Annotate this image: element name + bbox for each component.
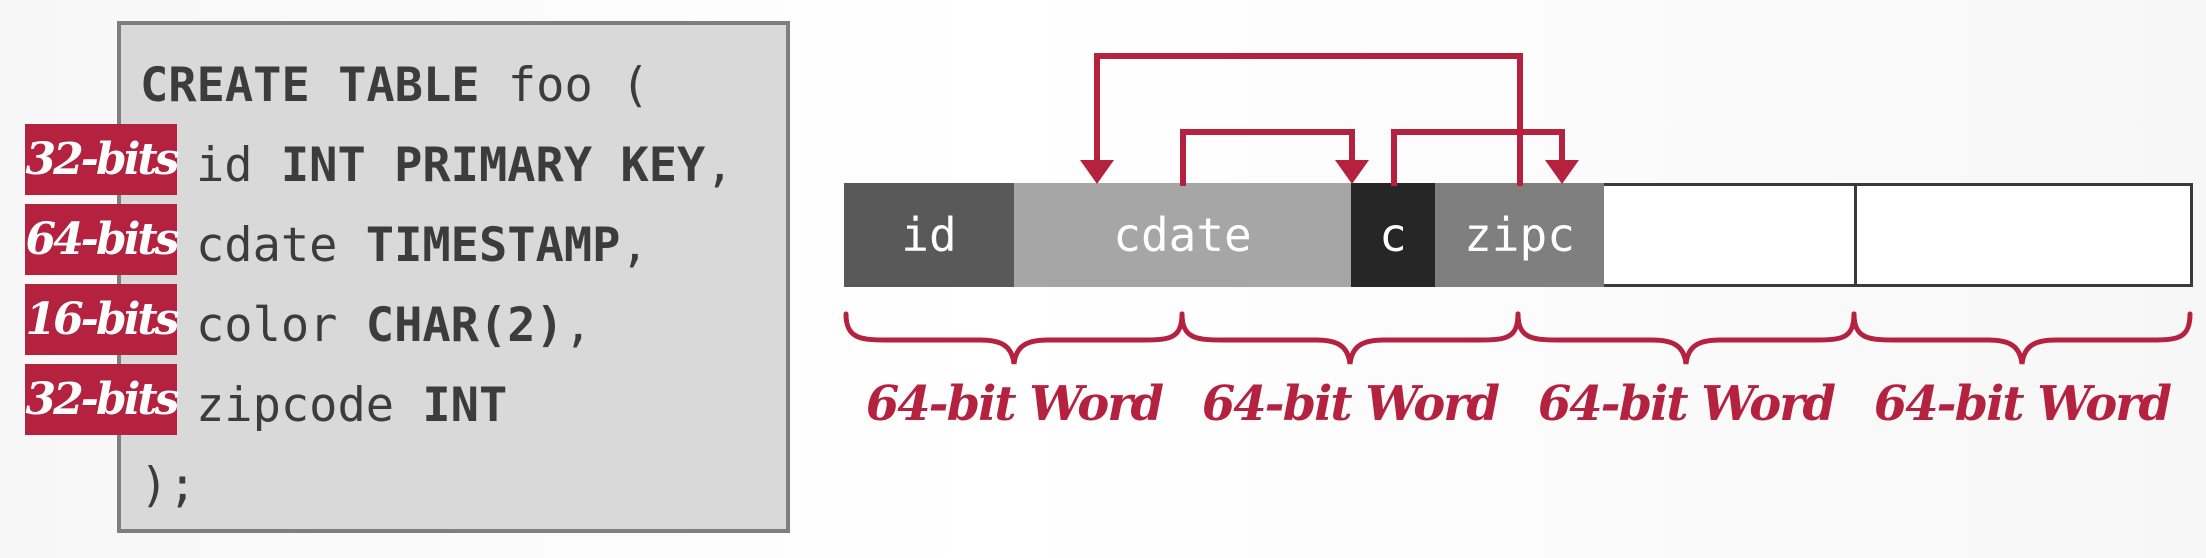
- sql-line-id: id INT PRIMARY KEY,: [196, 126, 734, 206]
- arrowhead-icon: [1335, 160, 1369, 184]
- field-box-zipcode: zipc: [1435, 183, 1604, 287]
- word-label-1: 64-bit Word: [865, 376, 1164, 432]
- field-label-cdate: cdate: [1113, 208, 1252, 262]
- sql-type-int-pk: INT PRIMARY KEY: [280, 138, 706, 193]
- word-divider: [1854, 183, 1857, 287]
- sql-comma: ,: [705, 138, 734, 193]
- sql-line-create: CREATE TABLE foo (: [140, 46, 649, 126]
- word-brace-2: [1179, 311, 1521, 365]
- sql-line-color: color CHAR(2),: [196, 286, 592, 366]
- word-brace-4: [1851, 311, 2193, 365]
- sql-type-int: INT: [422, 378, 508, 433]
- bit-badge-zipcode: 32-bits: [25, 364, 180, 435]
- word-brace-3: [1515, 311, 1857, 365]
- word-label-3: 64-bit Word: [1537, 376, 1836, 432]
- bit-badge-color: 16-bits: [25, 284, 180, 355]
- sql-comma: ,: [620, 218, 649, 273]
- sql-table-name: foo (: [479, 58, 650, 113]
- reorder-arrow-color: [1391, 129, 1565, 186]
- sql-column-zipcode: zipcode: [196, 378, 423, 433]
- word-label-2: 64-bit Word: [1201, 376, 1500, 432]
- bit-badge-cdate: 64-bits: [25, 204, 180, 275]
- arrowhead-icon: [1545, 160, 1579, 184]
- sql-type-timestamp: TIMESTAMP: [365, 218, 621, 273]
- sql-line-zipcode: zipcode INT: [196, 366, 507, 446]
- sql-line-close: );: [140, 446, 197, 526]
- field-box-cdate: cdate: [1014, 183, 1351, 287]
- reorder-arrow-outer: [1094, 53, 1523, 186]
- bit-badge-id: 32-bits: [25, 124, 180, 195]
- sql-code-panel: [117, 21, 790, 533]
- sql-close-paren: );: [140, 458, 197, 513]
- sql-create-keyword: CREATE TABLE: [140, 58, 480, 113]
- sql-column-cdate: cdate: [196, 218, 366, 273]
- word-label-4: 64-bit Word: [1873, 376, 2172, 432]
- sql-type-char: CHAR(2): [365, 298, 564, 353]
- sql-line-cdate: cdate TIMESTAMP,: [196, 206, 649, 286]
- reorder-arrow-cdate: [1180, 129, 1355, 186]
- word-brace-1: [843, 311, 1185, 365]
- arrowhead-icon: [1080, 160, 1114, 184]
- sql-column-color: color: [196, 298, 366, 353]
- field-label-color: c: [1379, 208, 1407, 262]
- field-label-zipcode: zipc: [1464, 208, 1575, 262]
- field-label-id: id: [901, 208, 957, 262]
- field-box-color: c: [1351, 183, 1435, 287]
- field-box-id: id: [844, 183, 1014, 287]
- sql-column-id: id: [196, 138, 281, 193]
- sql-comma: ,: [563, 298, 593, 353]
